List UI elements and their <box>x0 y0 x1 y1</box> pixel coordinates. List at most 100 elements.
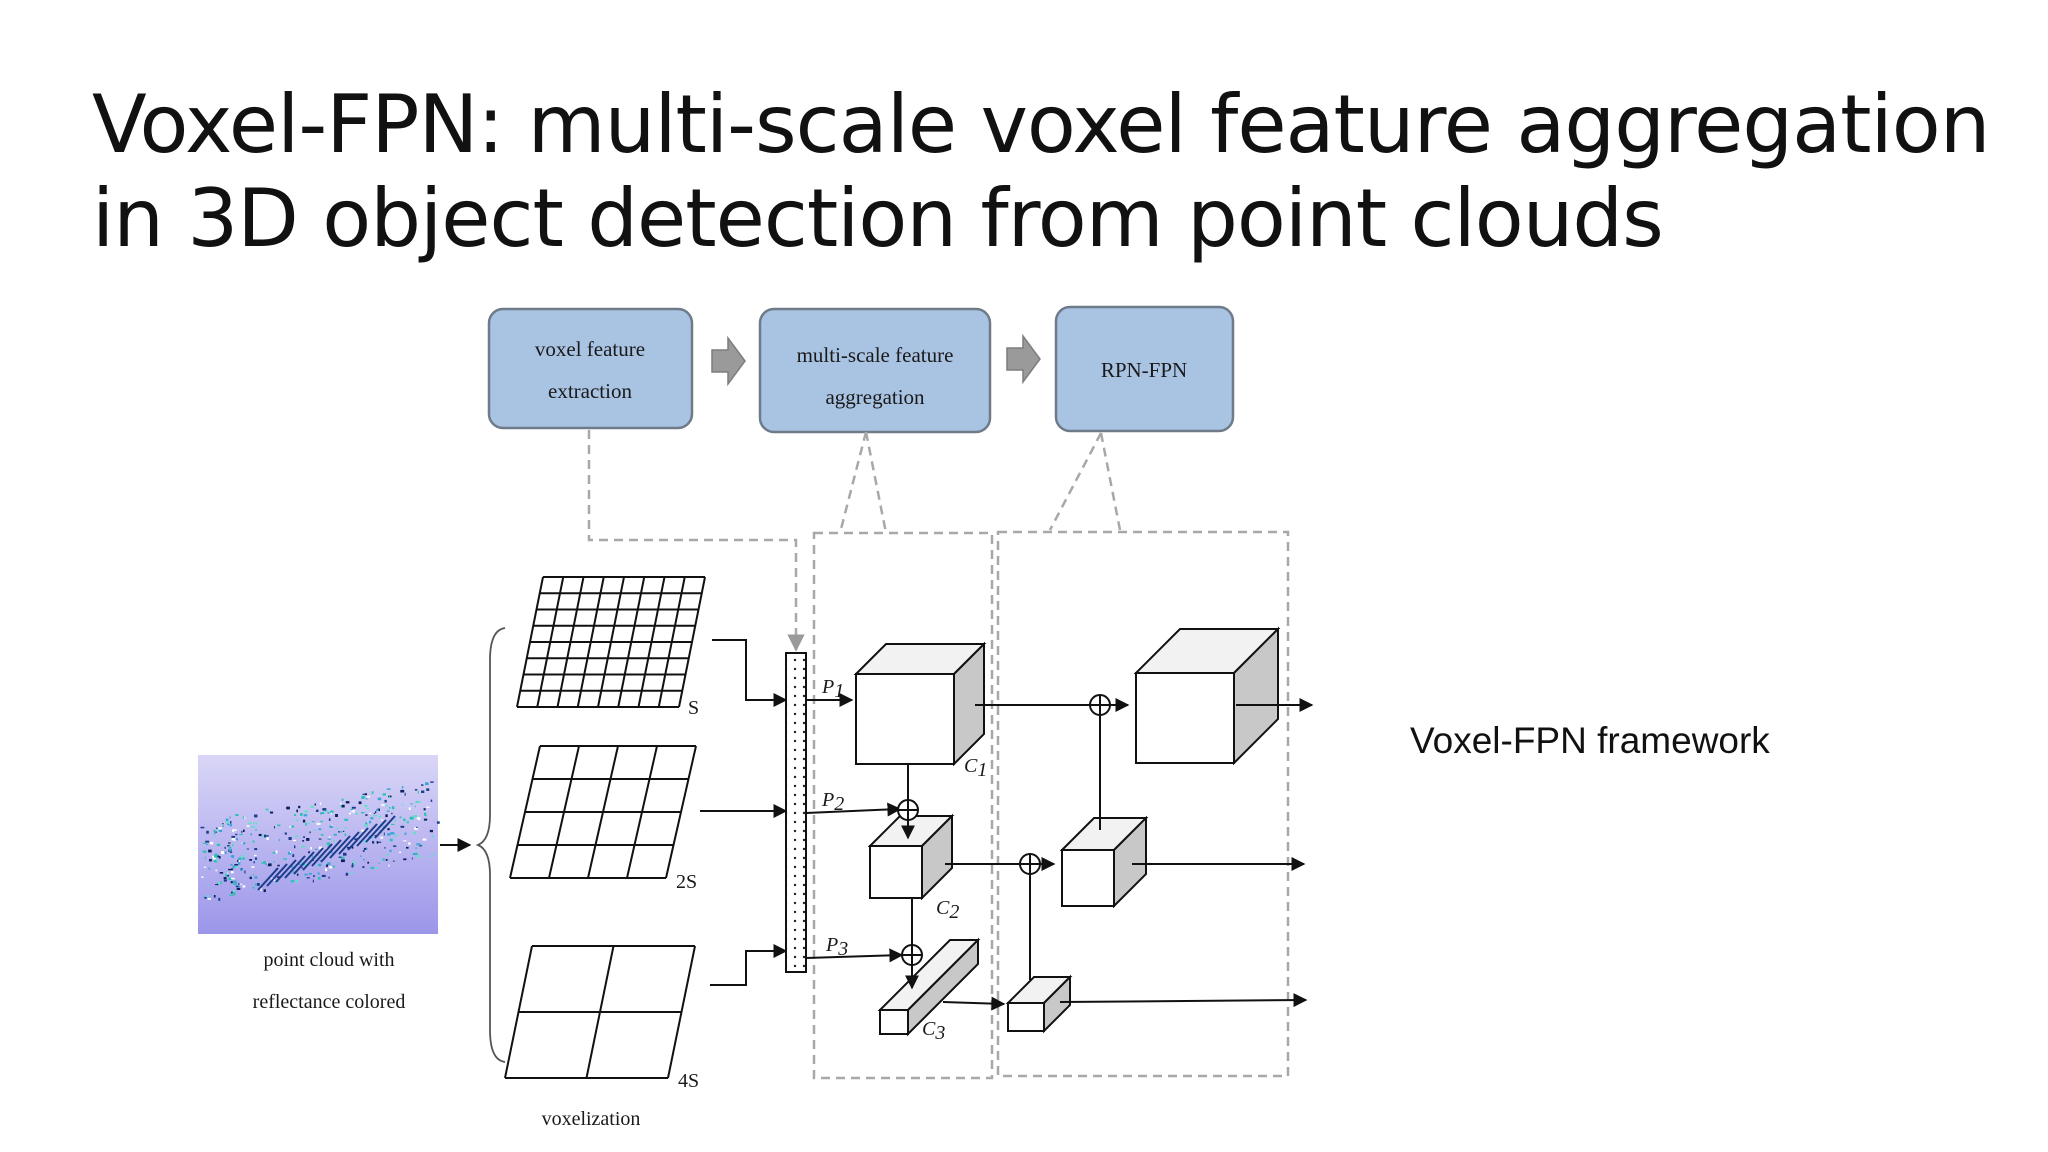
cloud-point <box>421 790 425 793</box>
cloud-point <box>322 808 327 811</box>
cloud-point <box>231 891 233 894</box>
cloud-point <box>386 810 390 812</box>
cloud-stripe <box>266 863 288 887</box>
cloud-point <box>369 812 372 814</box>
cloud-point <box>400 825 405 828</box>
pipeline-arrow-1 <box>711 335 746 387</box>
cloud-point <box>241 855 245 858</box>
cloud-point <box>343 852 347 856</box>
voxelization-brace <box>475 627 506 1063</box>
cloud-stripe <box>338 831 360 855</box>
cloud-point <box>223 877 227 880</box>
cloud-point <box>390 832 395 835</box>
cube-out-2-front <box>1061 849 1115 907</box>
point-cloud-caption-line2: reflectance colored <box>253 991 406 1013</box>
cloud-point <box>242 816 246 819</box>
cloud-point <box>381 819 383 821</box>
cloud-point <box>231 838 236 841</box>
cloud-point <box>380 836 383 839</box>
cloud-point <box>207 884 209 887</box>
cloud-point <box>422 838 427 841</box>
cloud-point <box>316 822 321 825</box>
cloud-point <box>309 831 311 834</box>
stage2-label-line1: multi-scale feature <box>797 343 954 367</box>
cloud-point <box>235 838 238 841</box>
cloud-point <box>304 873 309 876</box>
cloud-point <box>419 845 422 847</box>
cloud-point <box>253 861 255 864</box>
cloud-point <box>237 859 239 862</box>
cloud-point <box>206 844 208 845</box>
cloud-point <box>393 860 395 862</box>
cloud-point <box>227 875 229 877</box>
scale-label-2s: 2S <box>676 871 697 893</box>
cloud-stripe <box>257 867 279 891</box>
cloud-point <box>238 862 241 865</box>
cloud-point <box>364 804 368 807</box>
cube-out-1-front <box>1135 672 1235 764</box>
cloud-point <box>349 812 351 815</box>
cloud-point <box>313 875 315 877</box>
cloud-point <box>228 842 231 844</box>
cloud-point <box>225 871 227 874</box>
cloud-point <box>408 842 411 845</box>
cloud-point <box>228 868 233 871</box>
cloud-point <box>294 845 296 849</box>
cloud-point <box>294 814 297 816</box>
cloud-point <box>202 842 207 844</box>
cloud-point <box>306 838 310 841</box>
cloud-point <box>391 806 395 810</box>
cloud-point <box>214 855 218 858</box>
cloud-point <box>387 828 390 831</box>
cloud-point <box>429 829 433 833</box>
cloud-point <box>372 841 375 844</box>
cube-c2 <box>867 813 955 901</box>
cloud-point <box>385 859 388 861</box>
cloud-point <box>384 847 386 849</box>
cloud-point <box>214 831 216 835</box>
cloud-point <box>267 863 272 867</box>
cloud-point <box>242 885 246 888</box>
cloud-point <box>221 851 224 854</box>
cloud-point <box>376 841 379 844</box>
cloud-point <box>328 818 331 821</box>
cube-c3 <box>877 937 981 1037</box>
cloud-point <box>341 804 345 808</box>
cloud-point <box>388 807 391 809</box>
cloud-point <box>306 877 310 879</box>
cloud-point <box>328 876 330 879</box>
cloud-point <box>318 828 322 831</box>
cloud-point <box>215 827 218 829</box>
cloud-point <box>263 889 266 893</box>
cloud-point <box>274 826 275 829</box>
cloud-point <box>387 833 391 836</box>
cloud-point <box>230 821 232 824</box>
cloud-point <box>385 814 388 818</box>
cloud-point <box>252 874 255 876</box>
cloud-point <box>242 829 245 832</box>
cloud-point <box>365 822 368 825</box>
c2-label: C2 <box>936 897 959 923</box>
cloud-point <box>414 852 418 856</box>
cloud-point <box>230 881 234 884</box>
cloud-point <box>266 809 269 812</box>
cloud-point <box>325 868 328 872</box>
cloud-point <box>235 833 238 836</box>
cloud-point <box>376 809 379 812</box>
cloud-point <box>241 857 246 860</box>
cloud-point <box>330 810 334 813</box>
cloud-point <box>364 824 368 827</box>
cloud-point <box>394 819 397 822</box>
stage3-label: RPN-FPN <box>1101 358 1187 382</box>
p1-label: P1 <box>821 676 844 702</box>
cloud-point <box>212 855 216 858</box>
cloud-point <box>327 812 330 814</box>
cloud-point <box>361 796 365 799</box>
cloud-point <box>215 831 217 833</box>
cloud-stripe <box>311 843 333 867</box>
stage1-label-line1: voxel feature <box>535 337 645 361</box>
cloud-point <box>213 835 215 837</box>
cloud-point <box>225 818 229 821</box>
cloud-point <box>409 816 414 820</box>
